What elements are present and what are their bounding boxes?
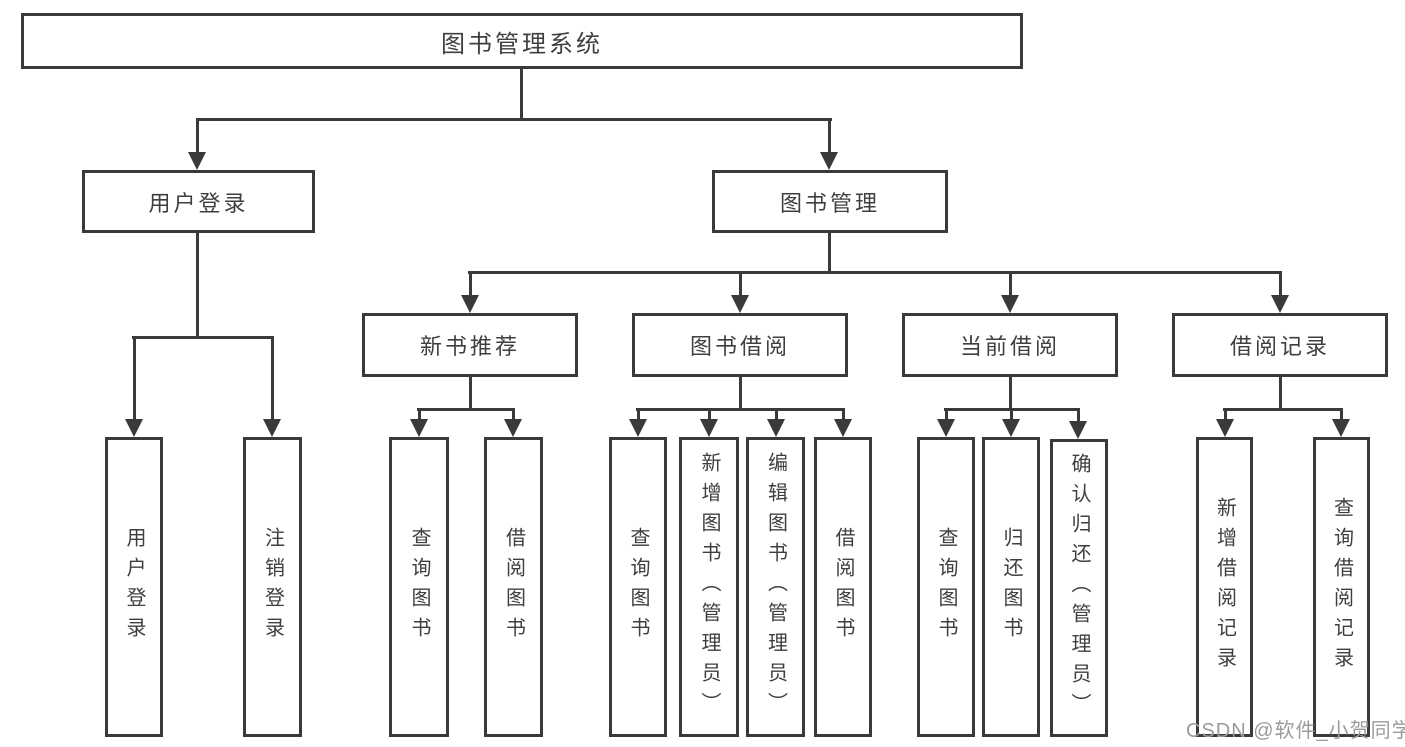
- leaf-logout: 注销登录: [243, 437, 302, 737]
- node-label: 编辑图书（管理员）: [764, 452, 787, 722]
- connector-line: [945, 408, 948, 422]
- connector-line: [1340, 408, 1343, 422]
- node-label: 确认归还（管理员）: [1068, 453, 1090, 723]
- node-label: 借阅图书: [832, 527, 854, 647]
- connector-line: [196, 118, 832, 121]
- node-label: 图书管理: [779, 190, 880, 216]
- arrow-down-icon: [731, 295, 749, 313]
- node-new-book-recommend: 新书推荐: [362, 313, 578, 377]
- arrow-down-icon: [1332, 419, 1350, 437]
- connector-line: [469, 377, 472, 408]
- node-current-borrowing: 当前借阅: [902, 313, 1118, 377]
- arrow-down-icon: [1002, 419, 1020, 437]
- node-label: 新书推荐: [419, 334, 520, 359]
- leaf-query-books: 查询图书: [389, 437, 449, 737]
- arrow-down-icon: [767, 419, 785, 437]
- connector-line: [842, 408, 845, 422]
- connector-line: [636, 408, 845, 411]
- node-label: 查询借阅记录: [1330, 497, 1353, 677]
- arrow-down-icon: [1069, 421, 1087, 439]
- connector-line: [739, 377, 742, 408]
- connector-line: [1224, 408, 1227, 422]
- node-label: 用户登录: [148, 190, 249, 216]
- arrow-down-icon: [1216, 419, 1234, 437]
- connector-line: [1223, 408, 1343, 411]
- connector-line: [1077, 408, 1080, 422]
- connector-line: [196, 118, 199, 154]
- arrow-down-icon: [1271, 295, 1289, 313]
- arrow-down-icon: [125, 419, 143, 437]
- node-borrowing-records: 借阅记录: [1172, 313, 1388, 377]
- connector-line: [512, 408, 515, 422]
- leaf-add-borrow-record: 新增借阅记录: [1196, 437, 1253, 737]
- leaf-query-books: 查询图书: [609, 437, 667, 737]
- leaf-return-books: 归还图书: [982, 437, 1040, 737]
- connector-line: [133, 336, 136, 421]
- node-label: 注销登录: [261, 527, 284, 647]
- arrow-down-icon: [1001, 295, 1019, 313]
- node-label: 用户登录: [123, 527, 145, 647]
- node-label: 借阅记录: [1229, 334, 1330, 359]
- arrow-down-icon: [263, 419, 281, 437]
- connector-line: [828, 233, 831, 271]
- connector-line: [775, 408, 778, 422]
- connector-line: [828, 118, 831, 154]
- connector-line: [739, 271, 742, 299]
- connector-line: [468, 271, 1282, 274]
- leaf-add-books-admin: 新增图书（管理员）: [679, 437, 739, 737]
- node-label: 新增借阅记录: [1213, 497, 1236, 677]
- arrow-down-icon: [834, 419, 852, 437]
- connector-line: [1009, 377, 1012, 408]
- connector-line: [418, 408, 421, 422]
- arrow-down-icon: [461, 295, 479, 313]
- arrow-down-icon: [700, 419, 718, 437]
- node-label: 查询图书: [627, 527, 649, 647]
- arrow-down-icon: [504, 419, 522, 437]
- leaf-borrow-books: 借阅图书: [814, 437, 872, 737]
- connector-line: [520, 69, 523, 118]
- arrow-down-icon: [937, 419, 955, 437]
- node-label: 图书借阅: [689, 334, 790, 359]
- leaf-query-books: 查询图书: [917, 437, 975, 737]
- arrow-down-icon: [188, 152, 206, 170]
- node-user-login-group: 用户登录: [82, 170, 315, 233]
- node-label: 归还图书: [1000, 527, 1022, 647]
- connector-line: [417, 408, 515, 411]
- connector-line: [708, 408, 711, 422]
- connector-line: [637, 408, 640, 422]
- connector-line: [469, 271, 472, 299]
- arrow-down-icon: [820, 152, 838, 170]
- leaf-user-login: 用户登录: [105, 437, 163, 737]
- connector-line: [132, 336, 274, 339]
- connector-line: [271, 336, 274, 421]
- node-label: 借阅图书: [502, 527, 525, 647]
- leaf-query-borrow-record: 查询借阅记录: [1313, 437, 1370, 737]
- leaf-edit-books-admin: 编辑图书（管理员）: [746, 437, 805, 737]
- csdn-watermark: CSDN @软件_小贺同学: [1186, 720, 1405, 742]
- connector-line: [1279, 377, 1282, 408]
- node-book-borrowing: 图书借阅: [632, 313, 848, 377]
- node-book-management: 图书管理: [712, 170, 948, 233]
- leaf-borrow-books: 借阅图书: [484, 437, 543, 737]
- arrow-down-icon: [410, 419, 428, 437]
- node-label: 查询图书: [935, 527, 957, 647]
- node-label: 当前借阅: [959, 334, 1060, 359]
- node-library-system: 图书管理系统: [21, 13, 1023, 69]
- connector-line: [1279, 271, 1282, 299]
- leaf-confirm-return-admin: 确认归还（管理员）: [1050, 439, 1108, 737]
- node-label: 查询图书: [408, 527, 430, 647]
- node-label: 新增图书（管理员）: [698, 452, 720, 722]
- connector-line: [1010, 408, 1013, 422]
- arrow-down-icon: [629, 419, 647, 437]
- node-label: 图书管理系统: [441, 30, 603, 58]
- connector-line: [1009, 271, 1012, 299]
- connector-line: [196, 233, 199, 336]
